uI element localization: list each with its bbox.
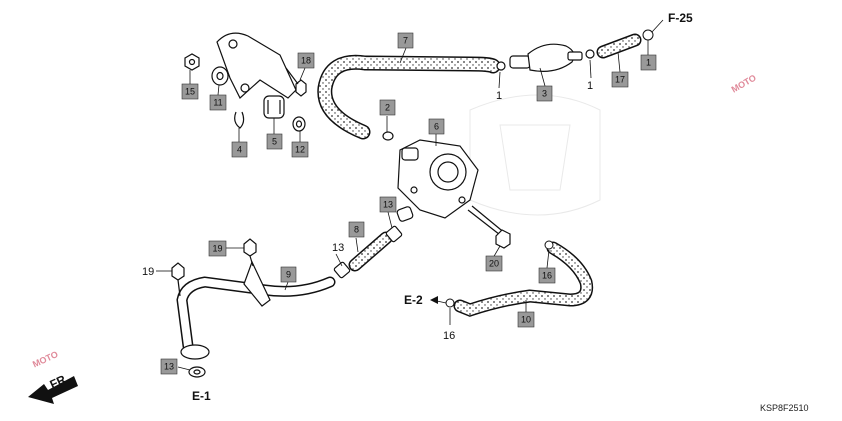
callout-16a-text: 16 [542,271,552,281]
watermark-bottom-left: MOTO [31,349,60,369]
ref-e2[interactable]: E-2 [404,293,423,307]
bolt-20 [467,205,511,249]
callout-13a-text: 13 [383,200,393,210]
callout-12-text: 12 [295,145,305,155]
fuel-pump-6 [396,139,479,222]
watermark-top-right: MOTO [730,73,758,95]
callout-3[interactable]: 3 [536,85,553,102]
callout-17-text: 17 [615,75,625,85]
callout-5[interactable]: 5 [266,133,283,150]
callout-8[interactable]: 8 [348,221,365,238]
callout-14[interactable]: 13 [160,358,178,375]
callout-11[interactable]: 11 [209,94,227,111]
label-1a: 1 [496,90,502,102]
callout-3-text: 3 [542,89,547,99]
callout-9[interactable]: 9 [280,266,297,283]
washer-11 [211,66,229,86]
pipe-9 [176,260,336,360]
bolt-19 [171,238,257,297]
callout-6-text: 6 [434,122,439,132]
callout-2-text: 2 [385,103,390,113]
ref-e1[interactable]: E-1 [192,389,211,403]
callout-11-text: 11 [213,98,222,108]
callout-10-text: 10 [521,315,531,325]
fuel-filter-3 [496,43,595,72]
callout-6[interactable]: 6 [428,118,445,135]
washer-14 [188,366,206,378]
callout-19a-text: 19 [212,244,222,254]
clamp-13 [333,225,403,279]
callout-14-text: 13 [164,362,174,372]
hose-10 [445,240,594,317]
callout-10[interactable]: 10 [517,311,535,328]
callout-1c[interactable]: 1 [640,54,657,71]
callout-18-text: 18 [301,56,311,66]
hose-17 [596,29,654,59]
callout-15-text: 15 [185,87,195,97]
bolt-18 [285,67,307,97]
band-2 [382,131,394,141]
clip-4 [234,111,245,129]
label-13b: 13 [332,242,344,254]
nut-15 [184,53,200,71]
grommet-5 [263,95,285,119]
hose-8 [348,231,393,272]
callout-2[interactable]: 2 [379,99,396,116]
callout-16a[interactable]: 16 [538,267,556,284]
callout-9-text: 9 [286,270,291,280]
callout-17[interactable]: 17 [611,71,629,88]
callout-20-text: 20 [489,259,499,269]
diagram-code: KSP8F2510 [760,403,809,413]
label-1b: 1 [587,80,593,92]
callout-4-text: 4 [237,145,242,155]
callout-7[interactable]: 7 [397,32,414,49]
arrow-e2 [430,296,438,304]
callout-15[interactable]: 15 [181,83,199,100]
callout-18[interactable]: 18 [297,52,315,69]
callout-5-text: 5 [272,137,277,147]
leader-lines [156,19,664,371]
label-19b: 19 [142,266,154,278]
callout-13a[interactable]: 13 [379,196,397,213]
callout-8-text: 8 [354,225,359,235]
callout-12[interactable]: 12 [291,141,309,158]
callout-7-text: 7 [403,36,408,46]
label-16b: 16 [443,330,455,342]
ref-f25[interactable]: F-25 [668,11,693,25]
mounting-bracket [216,32,297,99]
callout-20[interactable]: 20 [485,255,503,272]
hose-7 [317,54,501,140]
front-direction-arrow[interactable]: FR. [28,371,78,404]
collar-12 [292,116,306,132]
callout-19a[interactable]: 19 [208,240,227,257]
background-emblem [469,94,601,216]
callout-1c-text: 1 [646,58,651,68]
callout-4[interactable]: 4 [231,141,248,158]
